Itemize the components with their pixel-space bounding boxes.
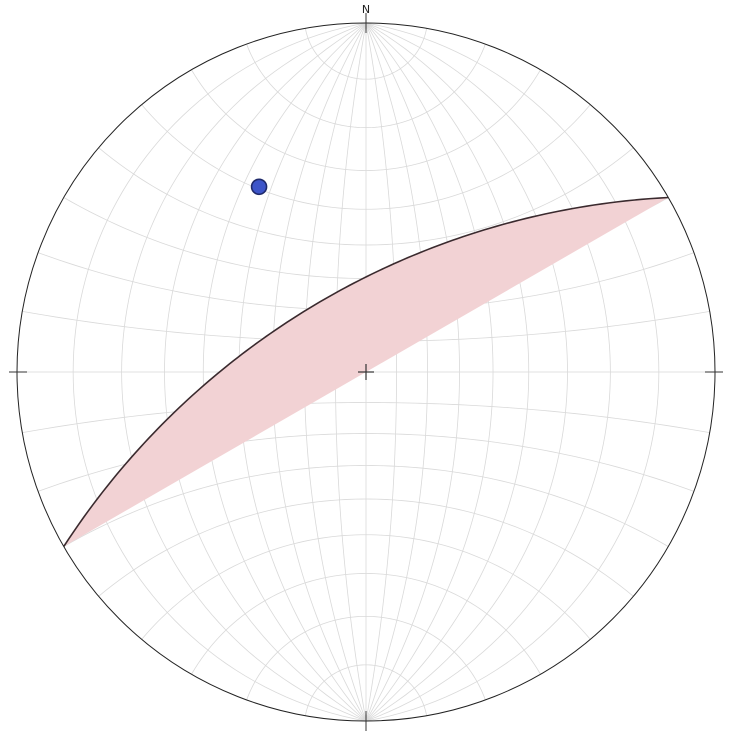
- tick-marks-icon: [9, 13, 723, 731]
- pole-point-icon[interactable]: [250, 178, 268, 196]
- north-label: N: [362, 3, 370, 16]
- plane-great-circle: [63, 196, 669, 547]
- center-crosshair-icon: [358, 364, 374, 380]
